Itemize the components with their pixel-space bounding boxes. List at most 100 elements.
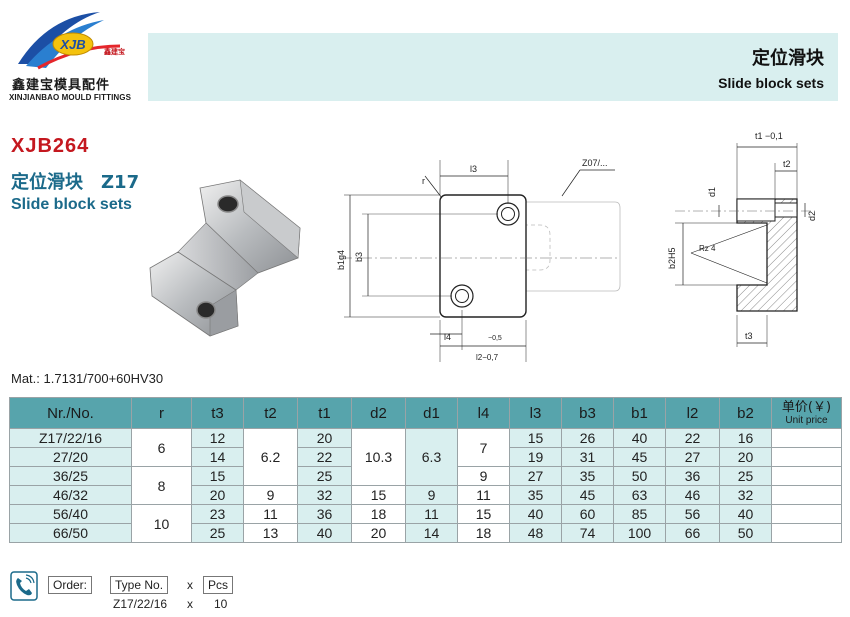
table-row: 36/25 8 15 25 9 27 35 50 36 25 xyxy=(9,466,842,505)
table-row: 46/32 20 9 32 15 9 11 35 45 63 46 32 xyxy=(9,485,842,505)
col-header-d2: d2 xyxy=(351,397,406,429)
cell-d1: 6.3 xyxy=(405,428,458,486)
cell-b2: 25 xyxy=(719,466,772,486)
side-view-drawing: t1 −0,1 t2 d1 d2 b2H5 Rz 4 t3 xyxy=(667,131,817,347)
product-photo xyxy=(149,179,301,337)
col-header-d1: d1 xyxy=(405,397,458,429)
cell-t2: 6.2 xyxy=(243,428,298,486)
order-type-no-field[interactable]: Type No. xyxy=(110,576,169,594)
cell-b2: 40 xyxy=(719,504,772,524)
logo-mark-icon: XJB 鑫建宝 xyxy=(18,12,125,70)
cell-l4: 7 xyxy=(457,428,510,467)
header-band xyxy=(148,33,838,101)
cell-b3: 31 xyxy=(561,447,614,467)
cell-t1: 36 xyxy=(297,504,352,524)
cell-t1: 20 xyxy=(297,428,352,448)
unit-price-cn: 单价(￥) xyxy=(781,399,832,415)
dim-t3: t3 xyxy=(745,331,753,341)
col-header-l2: l2 xyxy=(665,397,720,429)
cell-b2: 50 xyxy=(719,523,772,543)
cell-price xyxy=(771,504,842,524)
cell-no: 46/32 xyxy=(9,485,132,505)
dim-l3: l3 xyxy=(470,164,477,174)
cell-l2: 36 xyxy=(665,466,720,486)
cell-l3: 19 xyxy=(509,447,562,467)
order-times-1: x xyxy=(187,578,193,592)
cell-l3: 35 xyxy=(509,485,562,505)
dim-l4: l4 xyxy=(444,332,451,342)
col-header-b2: b2 xyxy=(719,397,772,429)
cell-l4: 11 xyxy=(457,485,510,505)
cell-d2: 20 xyxy=(351,523,406,543)
cell-d2: 18 xyxy=(351,504,406,524)
brand-name-cn: 鑫建宝模具配件 xyxy=(12,78,111,93)
cell-r: 8 xyxy=(131,466,192,505)
cell-r: 6 xyxy=(131,428,192,467)
cell-d2: 10.3 xyxy=(351,428,406,486)
product-name-en: Slide block sets xyxy=(11,196,132,213)
cell-t3: 14 xyxy=(191,447,244,467)
dim-l2: l2−0,7 xyxy=(476,353,499,362)
dim-b1g4: b1g4 xyxy=(336,250,346,270)
page-title-en: Slide block sets xyxy=(718,75,824,91)
cell-l2: 27 xyxy=(665,447,720,467)
brand-logo: XJB 鑫建宝 xyxy=(8,6,133,106)
logo-text: XJB xyxy=(59,37,85,52)
dim-tol-upper: −0,5 xyxy=(488,335,502,342)
dim-b2h5: b2H5 xyxy=(667,247,677,269)
cell-b3: 60 xyxy=(561,504,614,524)
col-header-b1: b1 xyxy=(613,397,666,429)
cell-r: 10 xyxy=(131,504,192,543)
front-view-drawing: l3 r Z07/... b1g4 b3 l4 −0,5 l2−0,7 xyxy=(336,158,621,362)
cell-b3: 74 xyxy=(561,523,614,543)
dim-r: r xyxy=(422,176,425,186)
cell-d1: 11 xyxy=(405,504,458,524)
dim-d2: d2 xyxy=(807,211,817,221)
cell-no: 36/25 xyxy=(9,466,132,486)
order-pcs-field[interactable]: Pcs xyxy=(203,576,234,594)
cell-t2: 9 xyxy=(243,485,298,505)
col-header-no: Nr./No. xyxy=(9,397,132,429)
cell-no: 27/20 xyxy=(9,447,132,467)
phone-icon xyxy=(10,571,38,601)
dim-d1: d1 xyxy=(707,187,717,197)
cell-no: Z17/22/16 xyxy=(9,428,132,448)
cell-l4: 18 xyxy=(457,523,510,543)
col-header-unit-price: 单价(￥) Unit price xyxy=(771,397,842,429)
cell-price xyxy=(771,428,842,448)
col-header-r: r xyxy=(131,397,192,429)
table-row: Z17/22/16 6 12 6.2 20 10.3 6.3 7 15 26 4… xyxy=(9,428,842,486)
unit-price-en: Unit price xyxy=(785,414,828,426)
cell-b3: 45 xyxy=(561,485,614,505)
table-row: 66/50 25 13 40 20 14 18 48 74 100 66 50 xyxy=(9,523,842,543)
cell-t1: 25 xyxy=(297,466,352,486)
material-note: Mat.: 1.7131/700+60HV30 xyxy=(11,371,164,386)
dim-rz: Rz 4 xyxy=(699,244,716,253)
cell-l2: 56 xyxy=(665,504,720,524)
order-example-no: Z17/22/16 xyxy=(113,597,168,611)
page-title-cn: 定位滑块 xyxy=(752,48,824,69)
cell-b1: 45 xyxy=(613,447,666,467)
cell-l3: 27 xyxy=(509,466,562,486)
col-header-l4: l4 xyxy=(457,397,510,429)
cell-b1: 63 xyxy=(613,485,666,505)
cell-t2: 11 xyxy=(243,504,298,524)
dim-t2: t2 xyxy=(783,159,791,169)
cell-b2: 20 xyxy=(719,447,772,467)
cell-t3: 23 xyxy=(191,504,244,524)
cell-t1: 40 xyxy=(297,523,352,543)
hole-icon xyxy=(196,301,216,319)
cell-price xyxy=(771,523,842,543)
cell-price xyxy=(771,485,842,505)
product-code: XJB264 xyxy=(11,135,90,157)
cell-l2: 22 xyxy=(665,428,720,448)
cell-l2: 66 xyxy=(665,523,720,543)
cell-t1: 32 xyxy=(297,485,352,505)
cell-l3: 48 xyxy=(509,523,562,543)
cell-t2: 13 xyxy=(243,523,298,543)
cell-l4: 9 xyxy=(457,466,510,486)
spec-table: Nr./No. r t3 t2 t1 d2 d1 l4 l3 b3 b1 l2 … xyxy=(9,397,842,543)
cell-b3: 26 xyxy=(561,428,614,448)
cell-b2: 32 xyxy=(719,485,772,505)
cell-t3: 15 xyxy=(191,466,244,486)
